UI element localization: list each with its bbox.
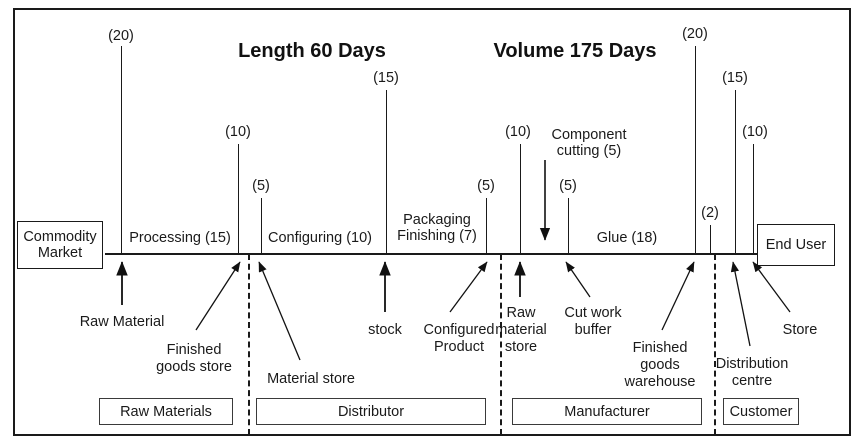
divider-manufacturer-customer	[714, 254, 716, 435]
callout-configured-product: Configured Product	[423, 322, 495, 355]
inventory-value-10-b: (10)	[505, 124, 531, 140]
process-processing: Processing (15)	[129, 230, 231, 246]
inventory-value-2: (2)	[701, 205, 719, 221]
inventory-riser-20-a	[121, 46, 122, 253]
inventory-value-15-b: (15)	[722, 70, 748, 86]
commodity-market-box: Commodity Market	[17, 221, 103, 269]
callout-stock: stock	[368, 322, 402, 338]
inventory-riser-10-a	[238, 144, 239, 253]
heading-volume: Volume 175 Days	[493, 40, 657, 62]
inventory-riser-5-a	[261, 198, 262, 253]
tier-box-raw-materials: Raw Materials	[99, 398, 233, 425]
process-configuring: Configuring (10)	[268, 230, 372, 246]
inventory-value-5-a: (5)	[252, 178, 270, 194]
inventory-value-10-c: (10)	[742, 124, 768, 140]
callout-finished-goods-store: Finished goods store	[156, 342, 232, 375]
inventory-value-10-a: (10)	[225, 124, 251, 140]
callout-store: Store	[782, 322, 818, 338]
diagram-frame	[13, 8, 851, 436]
inventory-riser-15-b	[735, 90, 736, 253]
divider-distributor-manufacturer	[500, 254, 502, 435]
inventory-riser-5-b	[486, 198, 487, 253]
inventory-value-15-a: (15)	[373, 70, 399, 86]
timeline-axis	[105, 253, 822, 255]
callout-cut-work-buffer: Cut work buffer	[564, 305, 622, 338]
inventory-riser-20-b	[695, 46, 696, 253]
process-packaging-finishing: Packaging Finishing (7)	[397, 212, 477, 244]
callout-material-store: Material store	[267, 371, 355, 387]
tier-box-distributor: Distributor	[256, 398, 486, 425]
tier-box-manufacturer: Manufacturer	[512, 398, 702, 425]
callout-raw-material-store: Raw material store	[495, 305, 547, 355]
inventory-riser-15-a	[386, 90, 387, 253]
divider-raw-materials-distributor	[248, 254, 250, 435]
tier-box-customer: Customer	[723, 398, 799, 425]
inventory-riser-10-b	[520, 144, 521, 253]
heading-length: Length 60 Days	[238, 40, 386, 62]
inventory-value-5-b: (5)	[477, 178, 495, 194]
inventory-riser-10-c	[753, 144, 754, 253]
inventory-value-20-a: (20)	[108, 28, 134, 44]
callout-raw-material: Raw Material	[79, 314, 165, 330]
process-component-cutting: Component cutting (5)	[551, 127, 627, 159]
callout-distribution-centre: Distribution centre	[715, 356, 789, 389]
inventory-value-5-c: (5)	[559, 178, 577, 194]
inventory-riser-2	[710, 225, 711, 253]
process-glue: Glue (18)	[596, 230, 658, 246]
callout-finished-goods-warehouse: Finished goods warehouse	[624, 340, 696, 390]
inventory-riser-5-c	[568, 198, 569, 253]
inventory-value-20-b: (20)	[682, 26, 708, 42]
end-user-box: End User	[757, 224, 835, 266]
